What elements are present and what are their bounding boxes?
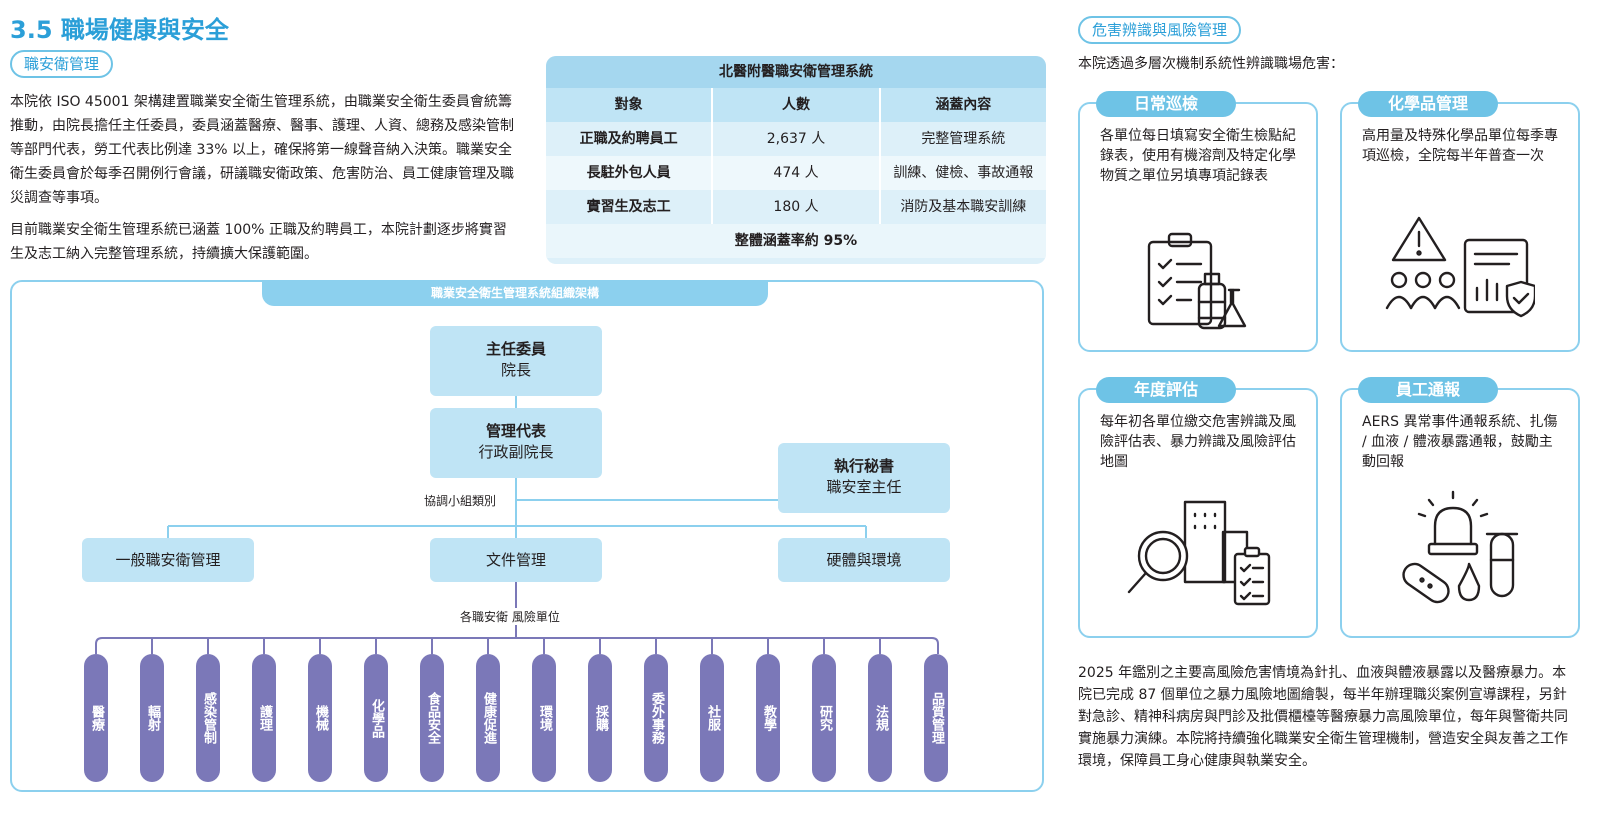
org-unit: 食品安全 (420, 654, 444, 782)
table-cell: 訓練、健檢、事故通報 (878, 156, 1046, 190)
card-staff-reporting: 員工通報 AERS 異常事件通報系統、扎傷 / 血液 / 體液暴露通報，鼓勵主動… (1340, 377, 1580, 638)
org-secretary-title: 執行秘書 (833, 457, 894, 475)
org-unit: 品質管理 (924, 654, 948, 782)
card-chemical-management: 化學品管理 高用量及特殊化學品單位每季專項巡檢，全院每半年普查一次 (1340, 91, 1580, 352)
org-unit-label: 採購 (593, 705, 608, 731)
card-text: 各單位每日填寫安全衛生檢點紀錄表，使用有機溶劑及特定化學物質之單位另填專項記錄表 (1100, 128, 1296, 184)
table-cell: 實習生及志工 (586, 199, 671, 215)
org-chart-caption: 職業安全衛生管理系統組織架構 (262, 280, 768, 306)
table-cell: 長駐外包人員 (586, 165, 671, 181)
org-unit: 護理 (252, 654, 276, 782)
table-cell: 474 人 (711, 156, 878, 190)
org-unit: 採購 (588, 654, 612, 782)
table-cell: 2,637 人 (711, 122, 878, 156)
org-unit-label: 醫療 (89, 705, 104, 731)
org-unit-label: 食品安全 (425, 692, 440, 744)
card-tag: 年度評估 (1096, 377, 1236, 403)
org-chair-title: 主任委員 (485, 340, 546, 358)
org-unit: 環境 (532, 654, 556, 782)
org-group-box: 文件管理 (430, 538, 602, 582)
org-unit: 社服 (700, 654, 724, 782)
alarm-bandage-icon (1402, 490, 1519, 604)
intro-paragraph-1: 本院依 ISO 45001 架構建置職業安全衛生管理系統，由職業安全衛生委員會統… (10, 94, 514, 206)
org-unit: 委外事務 (644, 654, 668, 782)
card-text: 高用量及特殊化學品單位每季專項巡檢，全院每半年普查一次 (1362, 128, 1558, 164)
card-annual-assessment: 年度評估 每年初各單位繳交危害辨識及風險評估表、暴力辨識及風險評估地圖 (1078, 377, 1318, 638)
org-unit: 感染管制 (196, 654, 220, 782)
table-cell: 消防及基本職安訓練 (878, 190, 1046, 224)
org-group-box: 一般職安衛管理 (82, 538, 254, 582)
org-coord-label: 協調小組類別 (420, 492, 501, 509)
section-tag-hazard-risk: 危害辨識與風險管理 (1078, 16, 1242, 44)
table-row: 長駐外包人員 474 人 訓練、健檢、事故通報 (546, 156, 1046, 190)
card-text: AERS 異常事件通報系統、扎傷 / 血液 / 體液暴露通報，鼓勵主動回報 (1362, 414, 1558, 470)
table-header-row: 對象 人數 涵蓋內容 (546, 88, 1046, 122)
org-group-box: 硬體與環境 (778, 538, 950, 582)
org-rep-title: 管理代表 (485, 422, 546, 440)
card-daily-inspection: 日常巡檢 各單位每日填寫安全衛生檢點紀錄表，使用有機溶劑及特定化學物質之單位另填… (1078, 91, 1318, 352)
card-tag: 員工通報 (1358, 377, 1498, 403)
org-chair-box: 主任委員 院長 (430, 326, 602, 396)
table-cell: 正職及約聘員工 (579, 131, 678, 147)
table-cell: 完整管理系統 (878, 122, 1046, 156)
table-header: 涵蓋內容 (878, 88, 1046, 122)
org-chair-name: 院長 (500, 361, 531, 379)
risk-summary: 2025 年鑑別之主要高風險危害情境為針扎、血液與體液暴露以及醫療暴力。本院已完… (1078, 665, 1568, 769)
org-unit-label: 健康促進 (481, 692, 496, 744)
card-tag: 化學品管理 (1358, 91, 1498, 117)
org-unit: 輻射 (140, 654, 164, 782)
table-total: 整體涵蓋率約 95% (546, 224, 1046, 258)
org-secretary-name: 職安室主任 (826, 478, 902, 496)
org-unit-label: 研究 (817, 705, 832, 731)
org-unit-label: 委外事務 (649, 692, 664, 744)
org-unit-label: 感染管制 (201, 692, 216, 744)
checklist-chemical-icon (1147, 232, 1247, 330)
org-units-label: 各職安衛 風險單位 (456, 608, 564, 625)
org-unit-label: 品質管理 (929, 692, 944, 744)
org-unit-label: 機械 (313, 705, 328, 731)
card-text: 每年初各單位繳交危害辨識及風險評估表、暴力辨識及風險評估地圖 (1100, 414, 1296, 470)
table-header: 人數 (711, 88, 878, 122)
org-rep-box: 管理代表 行政副院長 (430, 408, 602, 478)
org-unit-label: 法規 (873, 705, 888, 731)
org-unit-label: 教學 (761, 705, 776, 731)
section-tag-ohs-management: 職安衛管理 (10, 50, 114, 78)
table-cell: 180 人 (711, 190, 878, 224)
page-title: 3.5 職場健康與安全 (10, 16, 229, 44)
table-row: 實習生及志工 180 人 消防及基本職安訓練 (546, 190, 1046, 224)
org-unit: 化學品 (364, 654, 388, 782)
org-unit-label: 輻射 (145, 705, 160, 731)
intro-text: 本院依 ISO 45001 架構建置職業安全衛生管理系統，由職業安全衛生委員會統… (10, 90, 515, 266)
magnifier-building-icon (1127, 500, 1271, 606)
card-tag: 日常巡檢 (1096, 91, 1236, 117)
org-secretary-box: 執行秘書 職安室主任 (778, 443, 950, 513)
org-unit: 健康促進 (476, 654, 500, 782)
org-unit: 機械 (308, 654, 332, 782)
org-unit: 教學 (756, 654, 780, 782)
table-row: 正職及約聘員工 2,637 人 完整管理系統 (546, 122, 1046, 156)
org-unit-label: 護理 (257, 705, 272, 731)
coverage-table: 北醫附醫職安衛管理系統 對象 人數 涵蓋內容 正職及約聘員工 2,637 人 完… (546, 56, 1046, 264)
org-unit-label: 環境 (537, 705, 552, 731)
org-unit-label: 社服 (705, 705, 720, 731)
org-unit: 研究 (812, 654, 836, 782)
table-header: 對象 (614, 97, 643, 113)
org-unit: 法規 (868, 654, 892, 782)
intro-paragraph-2: 目前職業安全衛生管理系統已涵蓋 100% 正職及約聘員工，本院計劃逐步將實習生及… (10, 222, 507, 262)
org-unit: 醫療 (84, 654, 108, 782)
org-rep-name: 行政副院長 (478, 443, 554, 461)
right-intro: 本院透過多層次機制系統性辨識職場危害： (1078, 56, 1344, 72)
warning-people-chart-icon (1385, 216, 1535, 318)
org-unit-label: 化學品 (369, 698, 384, 738)
table-caption: 北醫附醫職安衛管理系統 (546, 56, 1046, 88)
